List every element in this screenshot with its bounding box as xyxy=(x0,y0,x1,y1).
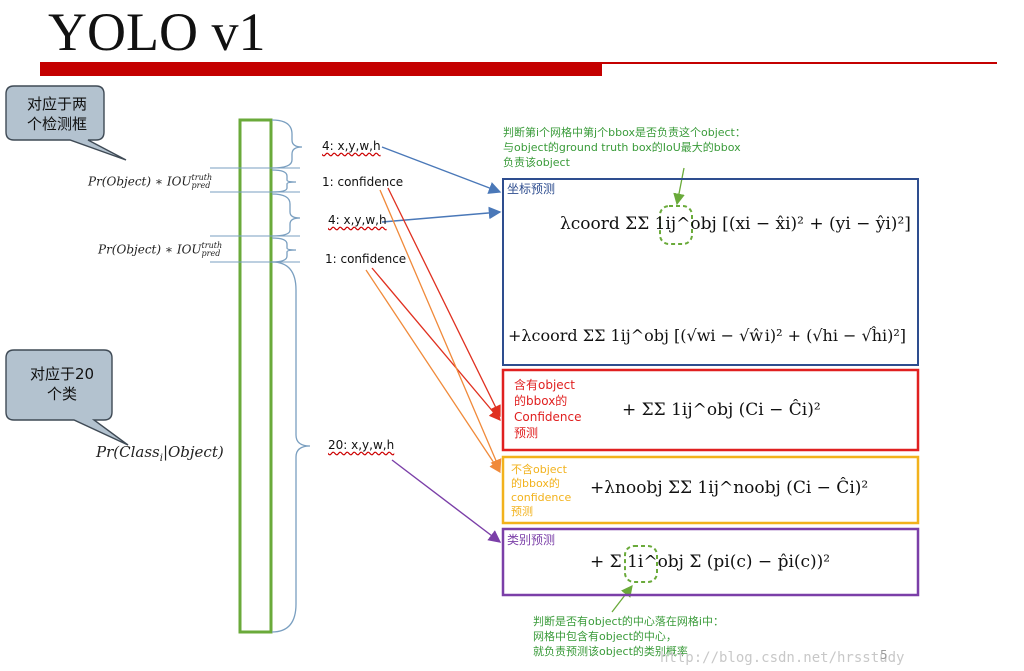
class-prediction-box xyxy=(501,527,920,597)
note-bottom: 判断是否有object的中心落在网格i中： 网格中包含有object的中心， 就… xyxy=(533,615,724,658)
title-underline-bar xyxy=(40,62,602,76)
formula-coord-xy: λcoord ΣΣ 1ij^obj [(xi − x̂i)² + (yi − ŷ… xyxy=(560,214,911,234)
callout-bottom: 对应于20 个类 xyxy=(29,365,95,403)
coord-prediction-box xyxy=(502,178,919,366)
formula-conf-obj: + ΣΣ 1ij^obj (Ci − Ĉi)² xyxy=(622,400,821,420)
braces xyxy=(271,119,311,633)
coord-box-label: 坐标预测 xyxy=(507,182,556,196)
pr-class-label: Pr(Classi|Object) xyxy=(96,443,224,464)
formula-class: + Σ 1i^obj Σ (pi(c) − p̂i(c))² xyxy=(590,552,831,572)
confidence-label-1: 1: confidence xyxy=(322,175,404,189)
confidence-noobj-box xyxy=(501,455,920,525)
xywh-label-1: 4: x,y,w,h xyxy=(322,139,381,153)
conf-noobj-box-label: 不含object 的bbox的 confidence 预测 xyxy=(511,463,572,518)
callout-bubble-bottom xyxy=(5,349,129,446)
note-top: 判断第i个网格中第j个bbox是否负责这个object： 与object的gro… xyxy=(503,126,746,169)
class-box-label: 类别预测 xyxy=(507,533,556,547)
conf-obj-box-label: 含有object 的bbox的 Confidence 预测 xyxy=(514,378,582,440)
confidence-label-2: 1: confidence xyxy=(325,252,407,266)
page-number: 5 xyxy=(880,648,888,662)
confidence-obj-box xyxy=(501,368,920,452)
callout-top: 对应于两 个检测框 xyxy=(26,95,87,133)
classes-label: 20: x,y,w,h xyxy=(328,438,395,452)
formula-conf-noobj: +λnoobj ΣΣ 1ij^noobj (Ci − Ĉi)² xyxy=(590,478,869,498)
output-vector-column xyxy=(238,118,273,634)
page-title: YOLO v1 xyxy=(48,2,266,62)
title-underline-rule xyxy=(602,62,997,64)
xywh-label-2: 4: x,y,w,h xyxy=(328,213,387,227)
watermark: http://blog.csdn.net/hrsstudy xyxy=(660,650,905,666)
callout-bubble-top xyxy=(5,85,127,161)
formula-coord-wh: +λcoord ΣΣ 1ij^obj [(√wi − √ŵi)² + (√hi … xyxy=(508,326,907,345)
